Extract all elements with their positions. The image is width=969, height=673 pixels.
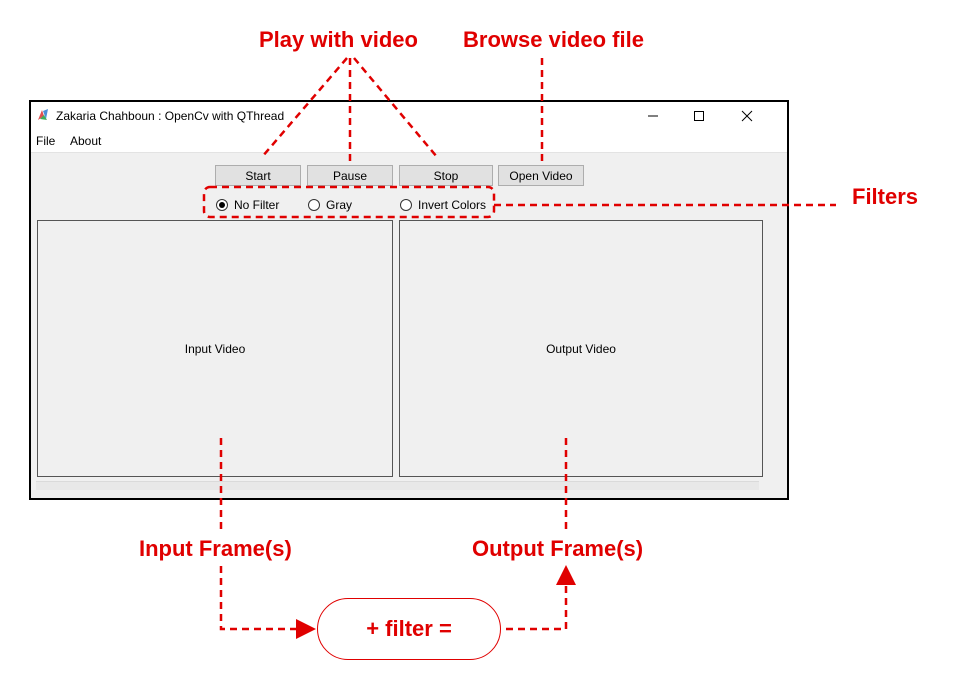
annotation-output-frames: Output Frame(s) <box>472 536 644 561</box>
annotation-browse: Browse video file <box>463 27 644 52</box>
app-icon <box>38 109 48 120</box>
radio-label-gray: Gray <box>326 198 353 212</box>
filter-formula-text: + filter = <box>366 616 452 641</box>
annotation-filters: Filters <box>852 184 919 209</box>
minimize-icon[interactable] <box>630 102 676 130</box>
filter-to-output-arrow <box>506 565 576 631</box>
menu-file[interactable]: File <box>36 134 56 148</box>
maximize-icon[interactable] <box>676 102 722 130</box>
output-video-panel: Output Video <box>399 220 763 477</box>
radio-circle-selected <box>216 199 228 211</box>
stop-button[interactable]: Stop <box>399 165 493 186</box>
start-button[interactable]: Start <box>215 165 301 186</box>
menu-about[interactable]: About <box>70 134 102 148</box>
radio-gray[interactable]: Gray <box>308 196 352 214</box>
status-bar <box>36 481 759 490</box>
title-bar: Zakaria Chahboun : OpenCv with QThread <box>31 102 787 130</box>
radio-no-filter[interactable]: No Filter <box>216 196 279 214</box>
input-video-panel: Input Video <box>37 220 393 477</box>
app-window: Zakaria Chahboun : OpenCv with QThread F… <box>29 100 789 500</box>
annotation-input-frames: Input Frame(s) <box>139 536 292 561</box>
radio-circle <box>308 199 320 211</box>
input-to-filter-arrow <box>219 566 316 639</box>
radio-label-invert-colors: Invert Colors <box>418 198 487 212</box>
close-icon[interactable] <box>724 102 770 130</box>
radio-circle <box>400 199 412 211</box>
menu-bar: File About <box>31 130 787 153</box>
pause-button[interactable]: Pause <box>307 165 393 186</box>
window-title: Zakaria Chahboun : OpenCv with QThread <box>56 109 285 123</box>
input-video-label: Input Video <box>184 341 246 356</box>
annotation-play: Play with video <box>259 27 418 52</box>
open-video-button[interactable]: Open Video <box>498 165 584 186</box>
radio-label-no-filter: No Filter <box>234 198 280 212</box>
radio-invert-colors[interactable]: Invert Colors <box>400 196 486 214</box>
annotation-filter-formula: + filter = <box>317 598 501 660</box>
output-video-label: Output Video <box>546 341 616 356</box>
